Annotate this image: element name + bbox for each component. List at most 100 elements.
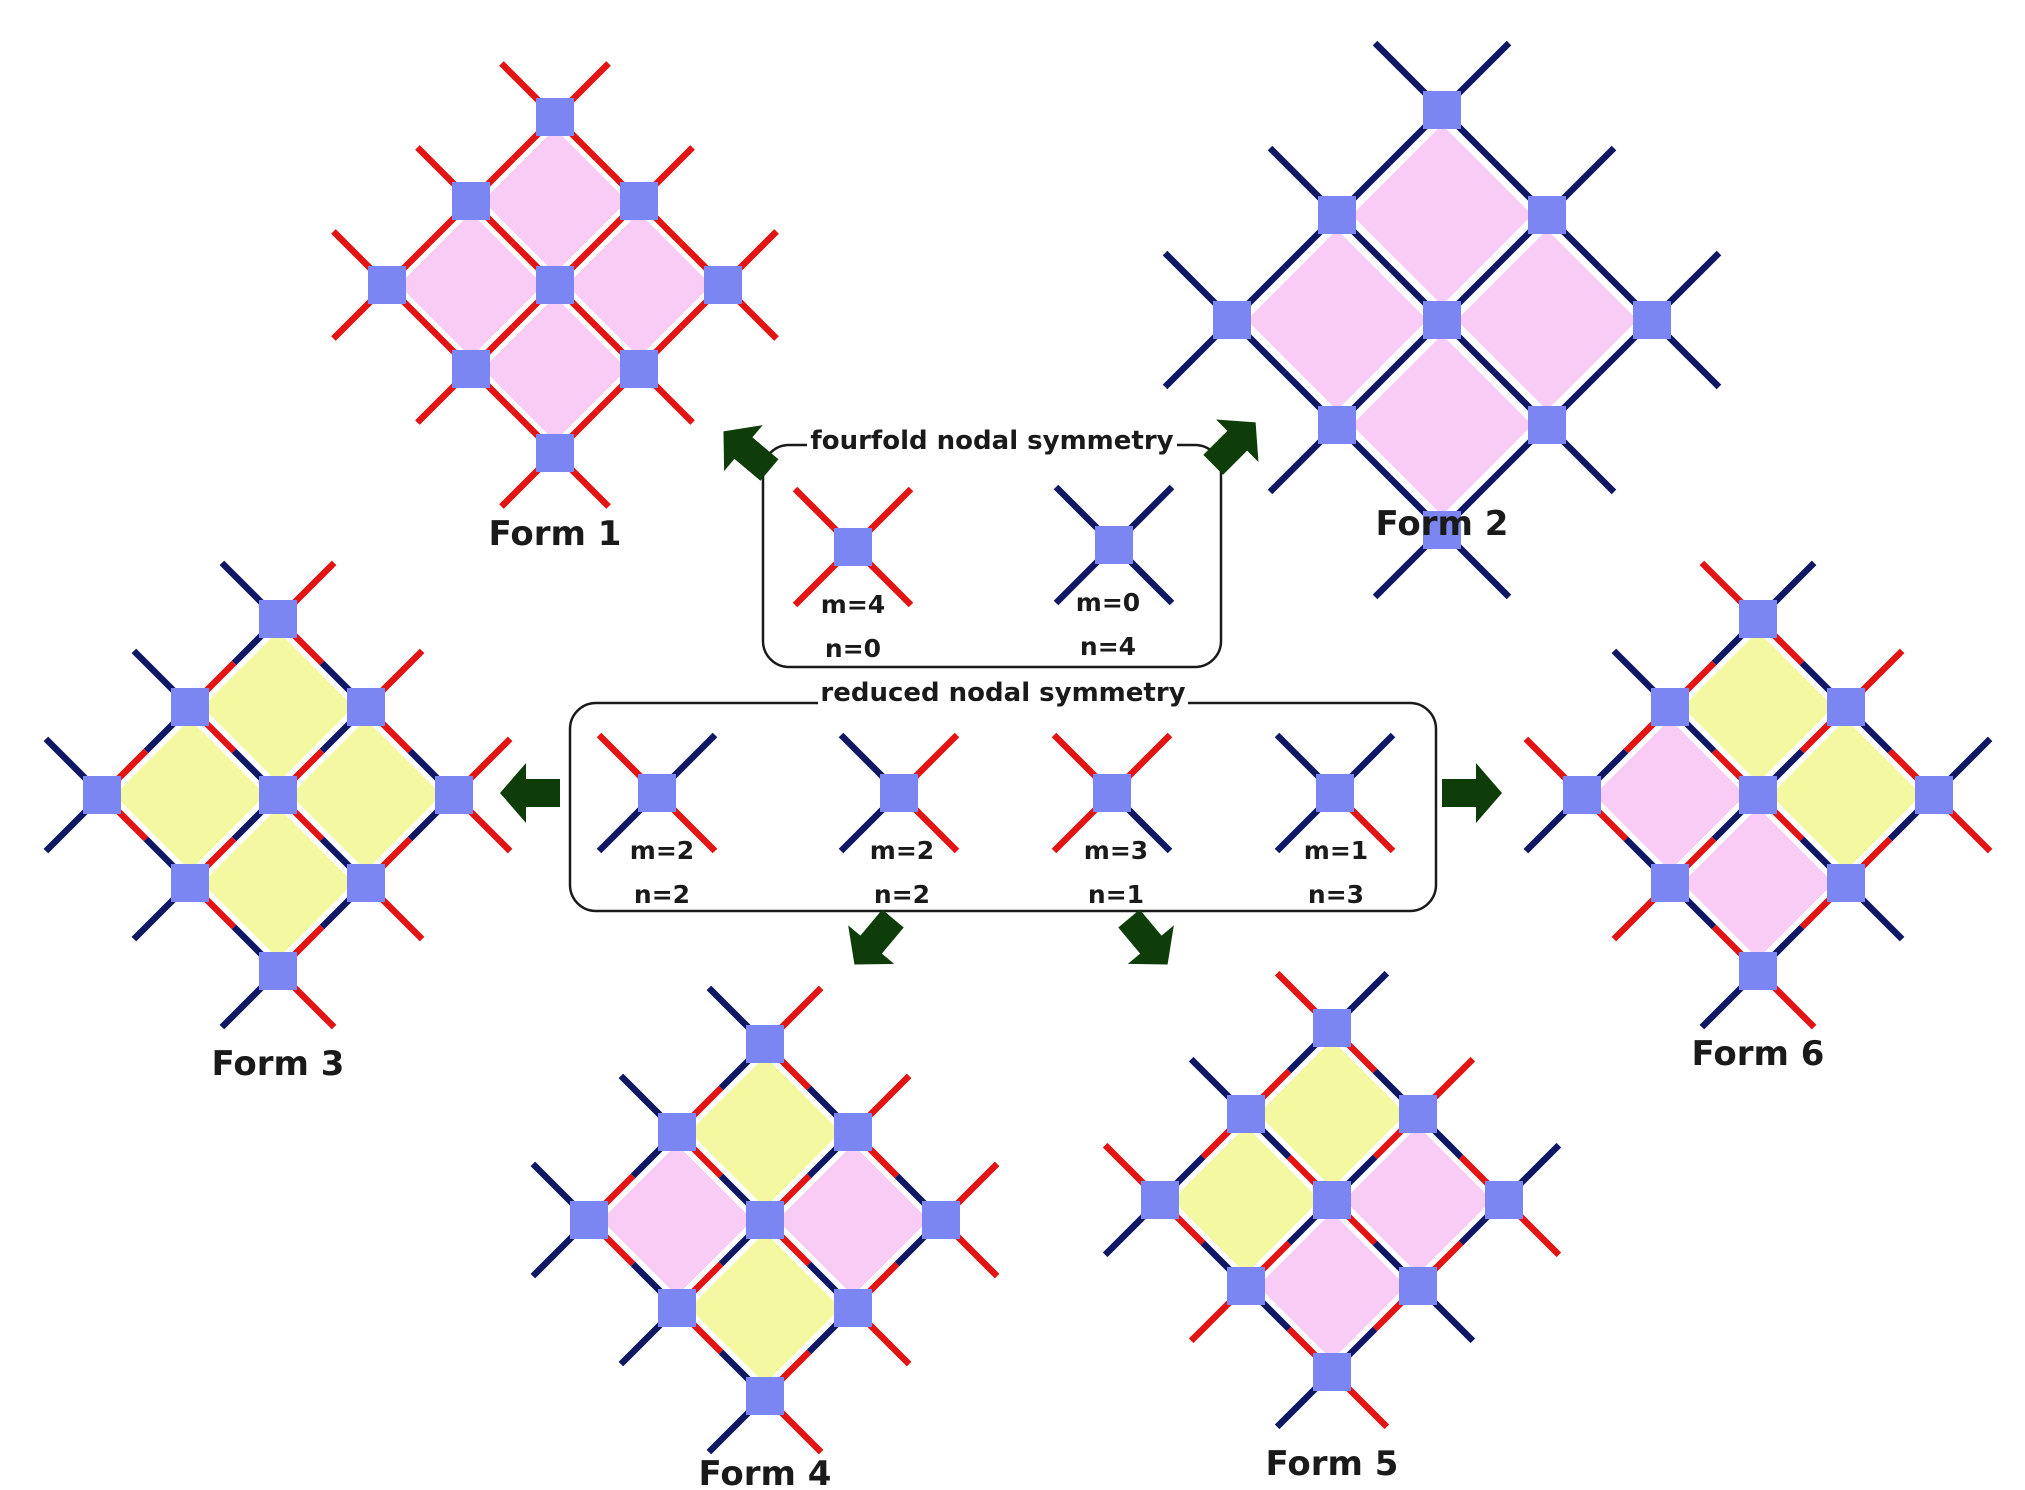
node [171, 688, 209, 726]
form-4-lattice [530, 985, 1000, 1455]
node [1318, 406, 1356, 444]
reduced-box-title: reduced nodal symmetry [820, 678, 1185, 708]
legend-n-label: n=3 [1308, 880, 1364, 909]
node [171, 864, 209, 902]
node [1227, 1267, 1265, 1305]
node [1827, 864, 1865, 902]
legend-n-label: n=2 [634, 880, 690, 909]
node [1141, 1181, 1179, 1219]
legend-node-square [880, 774, 918, 812]
node [658, 1289, 696, 1327]
node [1399, 1095, 1437, 1133]
node [704, 266, 742, 304]
node [536, 98, 574, 136]
form-1-lattice [331, 61, 779, 509]
legend-n-label: n=0 [825, 634, 881, 663]
node [1651, 688, 1689, 726]
node [1423, 511, 1461, 549]
cell-pink [1246, 229, 1428, 411]
legend-node-2: m=0n=4 [1053, 484, 1175, 661]
form-cells [1246, 124, 1638, 516]
node [658, 1113, 696, 1151]
node [435, 776, 473, 814]
legend-m-label: m=2 [630, 836, 694, 865]
node [259, 952, 297, 990]
form-1-label: Form 1 [489, 514, 622, 554]
node [452, 350, 490, 388]
arrow-to-form-6 [1442, 763, 1502, 823]
node [1651, 864, 1689, 902]
legend-n-label: n=1 [1088, 880, 1144, 909]
legend-node-square [1095, 526, 1133, 564]
legend-m-label: m=3 [1084, 836, 1148, 865]
node [1313, 1009, 1351, 1047]
node [620, 350, 658, 388]
arrow-to-form-5 [1118, 909, 1174, 965]
cell-pink [398, 212, 544, 358]
cell-pink [777, 1144, 929, 1296]
cell-yellow [689, 1056, 841, 1208]
legend-m-label: m=4 [821, 590, 885, 619]
cell-yellow [1770, 719, 1922, 871]
legend-n-label: n=4 [1080, 632, 1136, 661]
form-nodes [570, 1025, 960, 1415]
arrow-to-form-4 [848, 909, 904, 965]
cell-pink [601, 1144, 753, 1296]
node [834, 1113, 872, 1151]
legend-node-square [1093, 774, 1131, 812]
legend-node-1: m=4 n=0 [792, 486, 914, 663]
cell-yellow [1172, 1126, 1320, 1274]
cell-yellow [202, 807, 354, 959]
form-nodes [1213, 91, 1671, 549]
legend-node-square [834, 528, 872, 566]
form-cells [398, 128, 712, 442]
cell-pink [566, 212, 712, 358]
node [1633, 301, 1671, 339]
legend-node-5: m=3 n=1 [1051, 732, 1173, 909]
node [1423, 301, 1461, 339]
node [570, 1201, 608, 1239]
node [1485, 1181, 1523, 1219]
cell-pink [1594, 719, 1746, 871]
cell-pink [1351, 124, 1533, 306]
reduced-box-title-mask [818, 673, 1188, 709]
form-6-label: Form 6 [1692, 1034, 1825, 1074]
form-nodes [83, 600, 473, 990]
legend-node-4: m=2n=2 [838, 732, 960, 909]
cell-pink [1258, 1212, 1406, 1360]
cell-yellow [290, 719, 442, 871]
cell-pink [1682, 807, 1834, 959]
node [922, 1201, 960, 1239]
node [1739, 776, 1777, 814]
node [452, 182, 490, 220]
cell-pink [482, 128, 628, 274]
form-3-lattice [43, 560, 513, 1030]
form-5-label: Form 5 [1266, 1444, 1399, 1484]
node [1915, 776, 1953, 814]
node [259, 776, 297, 814]
form-cells [601, 1056, 929, 1384]
node [347, 864, 385, 902]
form-cells [1594, 631, 1922, 959]
arrow-to-form-1 [723, 425, 779, 481]
form-2-label: Form 2 [1376, 504, 1509, 544]
node [1528, 196, 1566, 234]
legend-node-square [638, 774, 676, 812]
node [1739, 600, 1777, 638]
reduced-box [568, 701, 1438, 913]
form-4-label: Form 4 [699, 1454, 832, 1490]
legend-m-label: m=2 [870, 836, 934, 865]
fourfold-box-title: fourfold nodal symmetry [810, 426, 1173, 456]
arrow-to-form-3 [500, 763, 560, 823]
node [259, 600, 297, 638]
node [1213, 301, 1251, 339]
form-6-lattice [1523, 560, 1993, 1030]
cell-yellow [1682, 631, 1834, 783]
form-5-lattice [1102, 970, 1562, 1430]
form-cells [1172, 1040, 1492, 1360]
cell-yellow [1258, 1040, 1406, 1188]
node [1528, 406, 1566, 444]
legend-node-3: m=2 n=2 [596, 732, 718, 909]
fourfold-box-title-mask [807, 421, 1177, 457]
